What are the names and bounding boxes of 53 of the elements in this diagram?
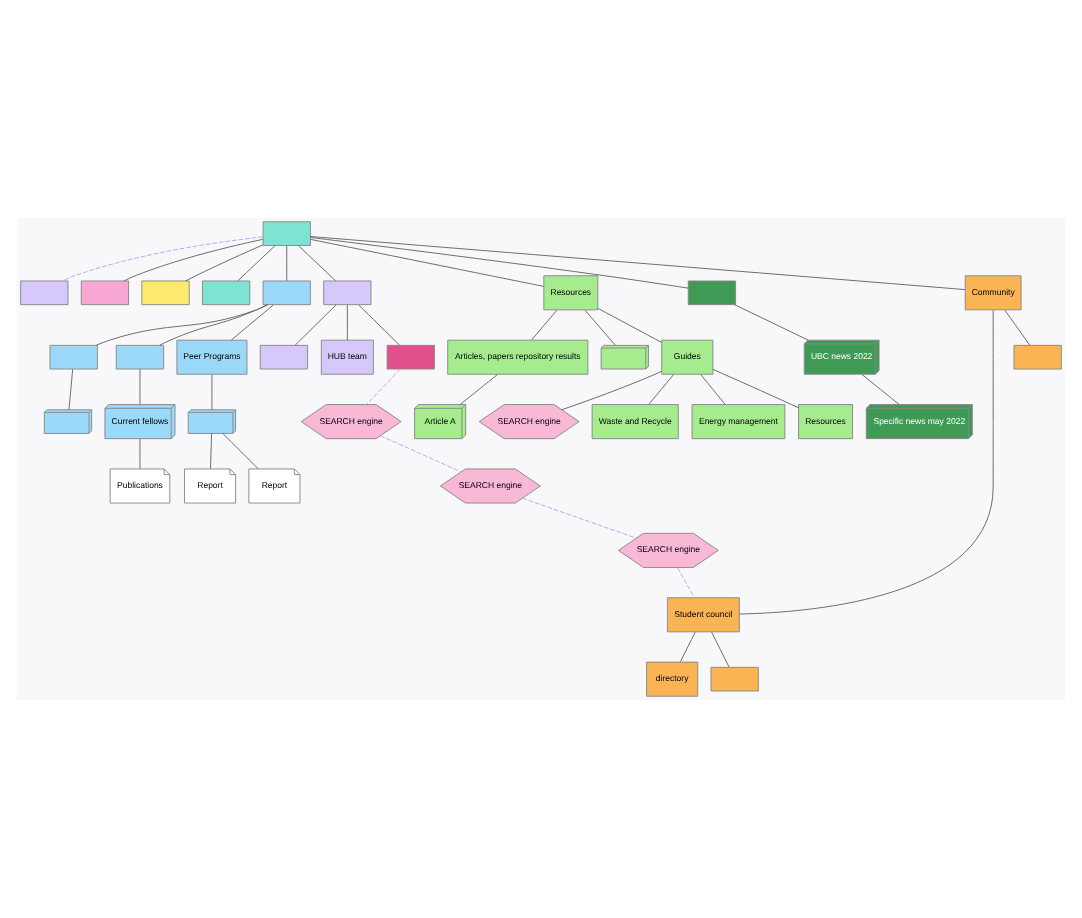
connector [230, 304, 274, 341]
connector [459, 374, 498, 405]
connector [123, 238, 264, 282]
connector [531, 309, 558, 341]
node-box [115, 344, 165, 370]
connector [522, 497, 637, 539]
connector [237, 245, 276, 282]
connector [739, 309, 994, 615]
connector [222, 433, 259, 470]
connector [185, 244, 264, 282]
connector [1004, 309, 1031, 346]
node-box [386, 344, 435, 370]
connector [700, 374, 726, 405]
node-box [323, 280, 372, 306]
connector [310, 238, 545, 287]
node-box [1013, 344, 1062, 370]
node-box [49, 344, 98, 370]
node-box [141, 280, 190, 306]
connector [310, 236, 966, 291]
connector [297, 245, 337, 282]
connector [286, 245, 288, 282]
node-box [80, 280, 130, 306]
connector [712, 368, 799, 409]
connector [380, 435, 462, 473]
connector [648, 374, 675, 405]
node-box [202, 280, 251, 306]
connector [584, 309, 616, 346]
connector [346, 304, 348, 341]
connector [95, 304, 269, 346]
connector [62, 236, 264, 282]
connector [734, 304, 809, 341]
connector [561, 370, 662, 411]
connector [677, 567, 695, 598]
node-box [20, 280, 69, 306]
connector [597, 307, 663, 343]
connector [358, 304, 401, 346]
connector [679, 631, 696, 663]
connector [211, 374, 213, 410]
node-box [687, 280, 737, 306]
connector [861, 374, 900, 405]
node-box [262, 280, 311, 306]
connector [366, 368, 401, 405]
node-box [262, 221, 311, 246]
connector [310, 237, 689, 289]
connector [139, 368, 141, 405]
connector [68, 368, 74, 411]
connector [159, 304, 268, 346]
node-box [710, 666, 759, 692]
connector [294, 304, 337, 346]
connector [210, 433, 213, 470]
connector [139, 438, 141, 469]
connector [711, 631, 730, 668]
node-box [259, 344, 309, 370]
